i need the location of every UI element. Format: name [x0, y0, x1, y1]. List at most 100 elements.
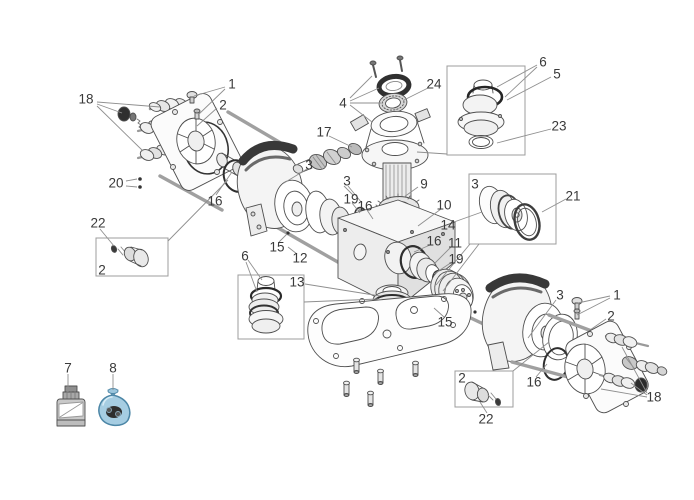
- oil-bottle: [56, 385, 86, 427]
- inset-box-2: [446, 65, 526, 156]
- leader-line: [504, 66, 538, 98]
- part-label-6: 6: [539, 55, 547, 70]
- leader-line: [417, 208, 442, 227]
- leader-line: [343, 185, 355, 197]
- leader-line: [630, 382, 648, 396]
- leader-line: [196, 107, 218, 127]
- leader-line: [99, 228, 115, 247]
- leader-line: [403, 186, 419, 198]
- part-label-21: 21: [565, 189, 580, 204]
- part-label-15: 15: [269, 240, 284, 255]
- part-label-3: 3: [343, 174, 351, 189]
- leader-line: [349, 75, 373, 99]
- leader-line: [366, 209, 374, 220]
- leader-line: [577, 295, 611, 304]
- part-label-5: 5: [553, 67, 561, 82]
- leader-line: [351, 202, 361, 214]
- left-bell-housing: [236, 141, 314, 237]
- leader-line: [283, 168, 308, 184]
- part-label-22: 22: [478, 412, 493, 427]
- leader-line: [432, 246, 452, 266]
- inset-box-3: [468, 173, 557, 245]
- part-label-3: 3: [556, 288, 564, 303]
- leader-line: [215, 171, 233, 196]
- leader-line: [96, 101, 161, 108]
- leader-line: [589, 318, 607, 331]
- leader-line: [125, 178, 138, 182]
- leader-line: [453, 211, 483, 223]
- right-valve-fittings: [598, 332, 668, 393]
- part-label-19: 19: [343, 192, 358, 207]
- leader-line: [96, 103, 123, 114]
- part-label-16: 16: [426, 234, 441, 249]
- part-label-20: 20: [108, 176, 123, 191]
- part-label-13: 13: [289, 275, 304, 290]
- part-label-19: 19: [448, 252, 463, 267]
- part-label-11: 11: [448, 236, 462, 251]
- part-label-18: 18: [78, 92, 93, 107]
- leader-line: [433, 261, 453, 275]
- part-label-2: 2: [458, 371, 466, 386]
- pin-20b: [138, 185, 142, 189]
- pin-15-left: [286, 231, 290, 235]
- part-label-16: 16: [357, 199, 372, 214]
- parts-bag: [98, 388, 131, 427]
- part-label-17: 17: [316, 125, 331, 140]
- part-label-6: 6: [241, 249, 249, 264]
- leader-line: [349, 87, 380, 102]
- part-label-23: 23: [551, 119, 566, 134]
- leader-line: [435, 243, 471, 286]
- inset-bellows-center: [248, 276, 284, 334]
- pto-shaft-17: [292, 142, 363, 174]
- leader-line: [621, 346, 648, 394]
- valve-cap-dark: [117, 106, 131, 122]
- leader-line: [541, 198, 567, 213]
- part-label-24: 24: [426, 77, 442, 92]
- leader-line: [167, 179, 229, 242]
- leader-line: [193, 86, 226, 97]
- inset-bellows-top: [457, 79, 505, 149]
- inset-box-1: [95, 237, 169, 277]
- ring-23: [468, 135, 494, 149]
- part-label-4: 4: [339, 96, 347, 111]
- base-plate: [307, 293, 472, 407]
- leader-line: [512, 341, 550, 372]
- part-label-2: 2: [219, 98, 227, 113]
- part-label-2: 2: [98, 263, 106, 278]
- inset-piston-box: [478, 185, 541, 241]
- part-label-3: 3: [471, 177, 479, 192]
- leader-line: [496, 128, 552, 144]
- leader-line: [442, 243, 480, 292]
- part-label-16: 16: [207, 194, 222, 209]
- part-label-7: 7: [64, 361, 72, 376]
- leader-line: [496, 64, 538, 88]
- leader-line: [328, 135, 353, 148]
- part-label-1: 1: [228, 77, 236, 92]
- leader-line: [278, 233, 288, 243]
- part-label-9: 9: [420, 177, 428, 192]
- leader-line: [197, 88, 226, 116]
- inset-valve-right: [464, 381, 502, 406]
- leader-line: [247, 259, 263, 281]
- pin-20a: [138, 177, 142, 181]
- part-label-15: 15: [437, 315, 452, 330]
- mounting-studs: [343, 357, 419, 407]
- part-label-2: 2: [607, 309, 615, 324]
- part-label-1: 1: [613, 288, 621, 303]
- part-label-3: 3: [305, 158, 313, 173]
- part-label-18: 18: [646, 390, 661, 405]
- inset-box-4: [237, 274, 305, 340]
- part-label-16: 16: [526, 375, 541, 390]
- leader-line: [416, 151, 448, 155]
- leader-line: [433, 307, 445, 318]
- leader-line: [413, 244, 431, 253]
- part-label-12: 12: [292, 251, 307, 266]
- leader-line: [304, 283, 381, 297]
- part-label-14: 14: [440, 218, 456, 233]
- part-label-8: 8: [109, 361, 117, 376]
- leader-line: [349, 104, 373, 123]
- leader-line: [347, 185, 363, 204]
- leader-line: [576, 297, 611, 316]
